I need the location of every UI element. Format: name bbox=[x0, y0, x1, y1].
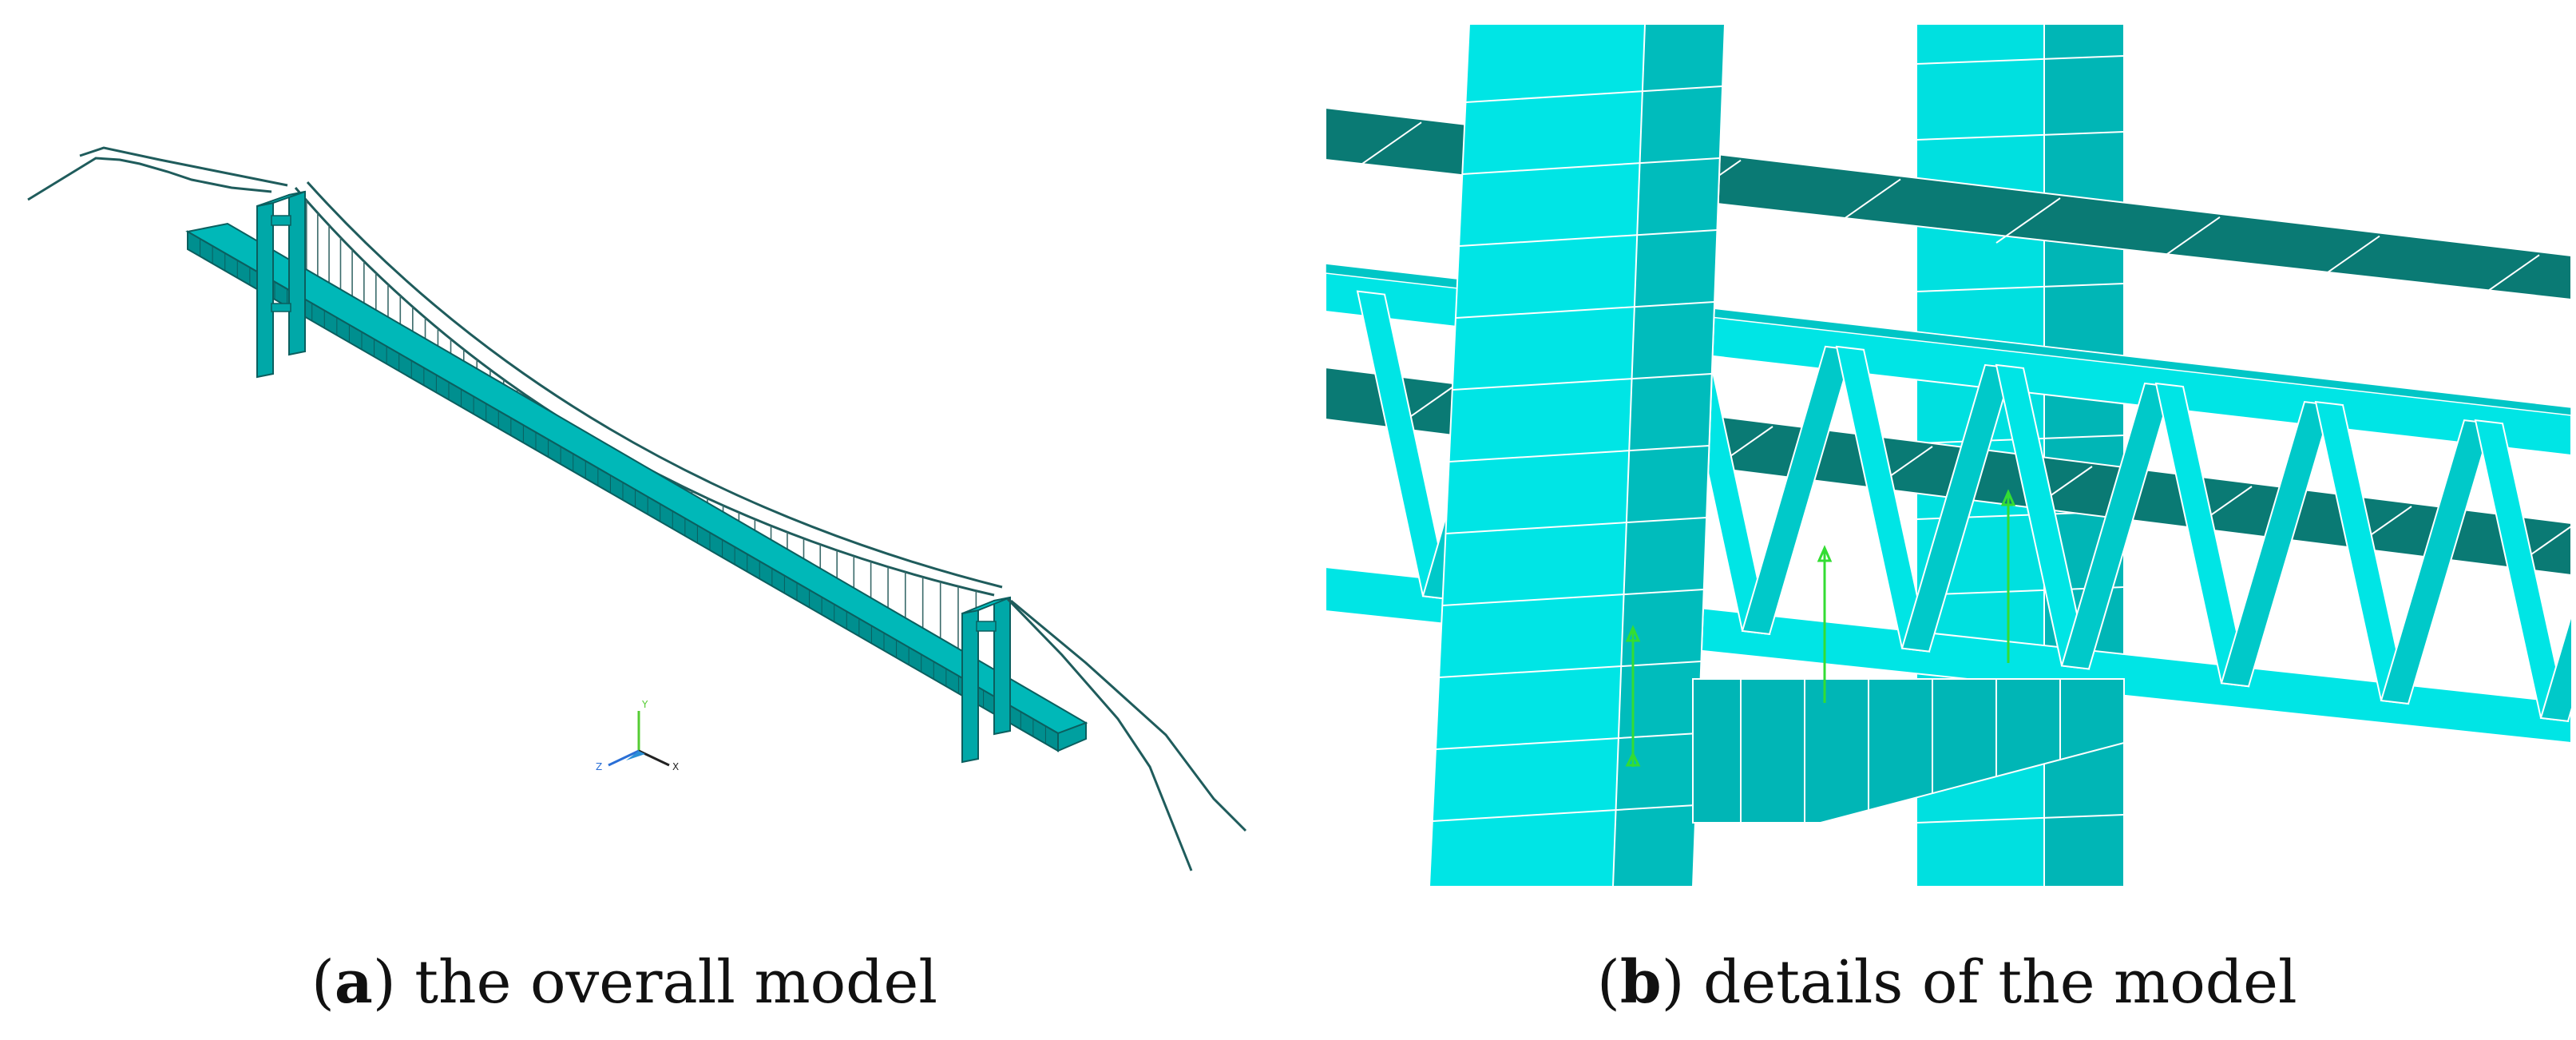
right-backstay-cable-2 bbox=[1010, 599, 1247, 832]
front-tower-segment bbox=[1439, 661, 1702, 678]
x-axis-label: X bbox=[672, 761, 679, 772]
constraint-arrow-2 bbox=[1817, 545, 1833, 562]
front-tower-segment bbox=[1459, 229, 1718, 247]
deck-slab-seam bbox=[2475, 254, 2540, 301]
caption-model-details: (b) details of the model bbox=[1597, 948, 2297, 1017]
tower-crossbeam bbox=[1692, 678, 2125, 824]
constraint-arrow-3 bbox=[2000, 489, 2016, 506]
x-axis-arrow bbox=[638, 749, 670, 767]
main-cable-front bbox=[294, 187, 995, 597]
front-tower-segment bbox=[1465, 85, 1722, 103]
caption-letter-a: a bbox=[334, 948, 373, 1017]
overall-model-panel: Y X Z bbox=[0, 0, 1278, 895]
truss-diagonal bbox=[2539, 613, 2571, 722]
caption-text-b: details of the model bbox=[1703, 948, 2297, 1017]
front-tower-segment bbox=[1433, 804, 1696, 822]
deck-girder-top bbox=[185, 222, 1088, 735]
left-backstay-cable bbox=[27, 157, 272, 201]
caption-overall-model: (a) the overall model bbox=[311, 948, 937, 1017]
main-cable-back bbox=[306, 181, 1003, 589]
deck-girder-end bbox=[1057, 721, 1087, 752]
front-tower-segment bbox=[1436, 732, 1698, 750]
deck-slab-seam bbox=[2155, 216, 2221, 263]
truss-diagonal bbox=[1741, 345, 1854, 635]
deck-slab-seam bbox=[1995, 197, 2061, 244]
constraint-markers bbox=[1625, 489, 2016, 767]
y-axis-label: Y bbox=[641, 699, 648, 710]
rear-tower-segment bbox=[1916, 55, 2125, 65]
model-details-figure bbox=[1326, 24, 2571, 887]
caption-letter-b: b bbox=[1619, 948, 1662, 1017]
front-tower bbox=[1428, 24, 1726, 887]
z-axis-arrow bbox=[608, 749, 640, 767]
deck-slab-seam bbox=[1357, 121, 1422, 169]
rear-tower-segment bbox=[1916, 131, 2125, 141]
front-tower-segment bbox=[1452, 373, 1712, 391]
z-axis-label: Z bbox=[596, 761, 602, 772]
deck-slab-seam bbox=[1836, 178, 1901, 225]
overall-model-figure: Y X Z bbox=[27, 146, 1247, 871]
rear-tower-segment bbox=[1916, 283, 2125, 292]
rear-tower-segment bbox=[1916, 814, 2125, 824]
front-tower-segment bbox=[1445, 517, 1706, 534]
axis-triad-shade bbox=[626, 751, 645, 760]
constraint-arrow-1 bbox=[1625, 625, 1641, 642]
axis-triad: Y X Z bbox=[596, 699, 679, 772]
right-backstay-cable bbox=[1006, 597, 1193, 871]
front-tower-segment bbox=[1456, 301, 1714, 319]
front-tower-segment bbox=[1442, 589, 1704, 606]
right-tower bbox=[961, 596, 1011, 764]
caption-text-a: the overall model bbox=[414, 948, 937, 1017]
model-details-panel bbox=[1326, 24, 2571, 887]
front-tower-segment bbox=[1462, 157, 1720, 175]
front-tower-segment bbox=[1449, 445, 1710, 462]
left-backstay-cable-2 bbox=[79, 146, 288, 187]
deck-slab-seam bbox=[2315, 235, 2380, 282]
constraint-base-1 bbox=[1625, 751, 1641, 767]
truss-diagonal bbox=[2220, 400, 2333, 688]
left-tower bbox=[256, 190, 306, 379]
